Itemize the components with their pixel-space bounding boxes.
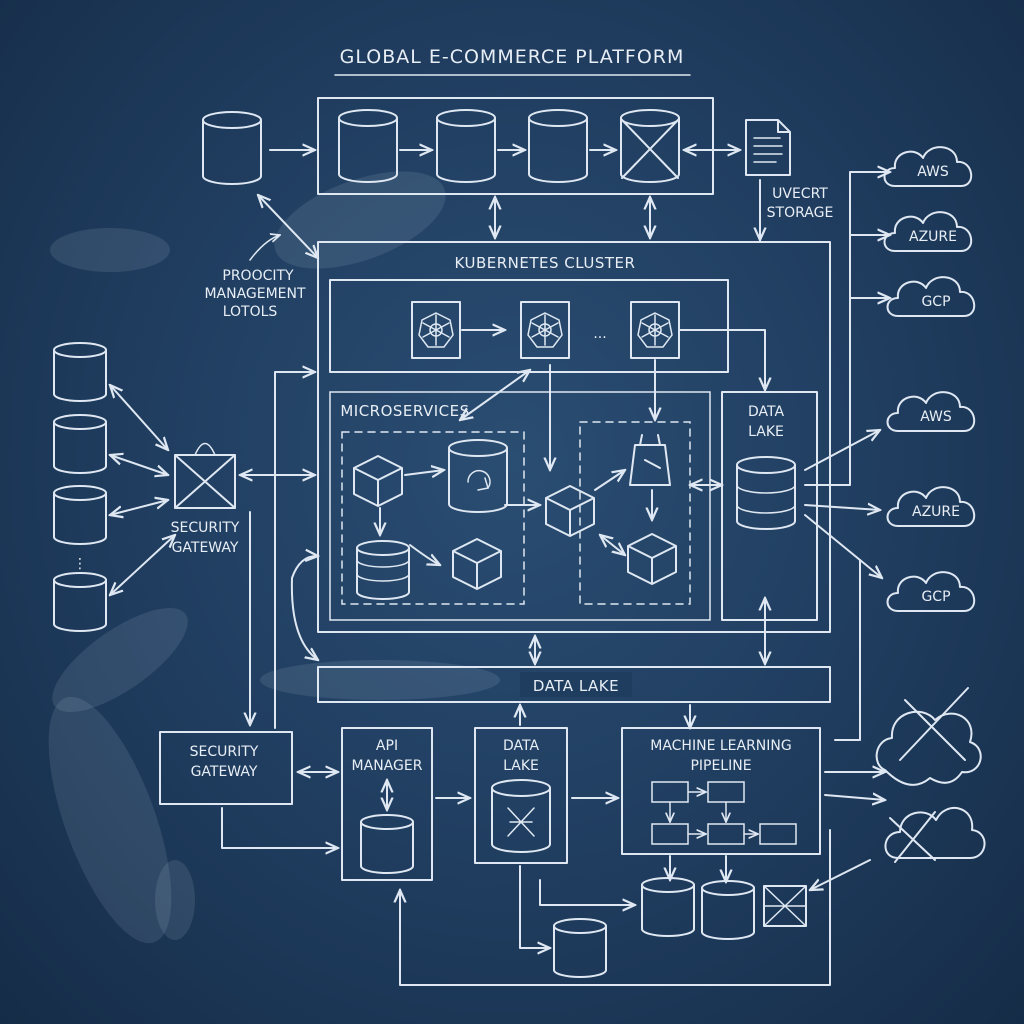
- top-storage-group: UVECRT STORAGE: [202, 97, 834, 240]
- data-lake-bottom-db-icon: [491, 779, 551, 853]
- bottom-db-3-icon: [553, 918, 607, 978]
- k8s-node-3-icon: [630, 301, 680, 359]
- ml-pipeline: MACHINE LEARNING PIPELINE: [621, 727, 821, 855]
- ml-pipeline-label-1: MACHINE LEARNING: [650, 738, 791, 754]
- left-db-3-icon: [53, 485, 107, 545]
- document-icon: [745, 119, 791, 176]
- security-gateway-bottom-label-2: GATEWAY: [191, 764, 258, 780]
- left-database-stack: ⋮: [53, 342, 107, 632]
- security-gateway-left: SECURITY GATEWAY: [171, 442, 240, 556]
- ellipsis-label: ...: [593, 326, 606, 342]
- cloud-aws-mid-label: AWS: [920, 409, 952, 425]
- bottom-db-1-icon: [641, 877, 695, 937]
- top-cloud-providers: AWS AZURE GCP: [883, 146, 976, 317]
- cloud-gcp-mid-label: GCP: [921, 589, 950, 605]
- service-cube-1-icon: [353, 455, 403, 507]
- ml-step-4: [707, 823, 745, 845]
- k8s-cluster-title: KUBERNETES CLUSTER: [455, 254, 636, 272]
- storage-label: STORAGE: [767, 205, 834, 221]
- k8s-node-2-icon: [520, 301, 570, 359]
- data-lake-bar: DATA LAKE: [317, 666, 831, 703]
- bottom-db-2-icon: [701, 880, 755, 940]
- data-lake-bottom-label-1: DATA: [503, 738, 539, 754]
- k8s-node-1-icon: [411, 301, 461, 359]
- api-manager: API MANAGER: [341, 727, 433, 881]
- unvecrt-label: UVECRT: [772, 186, 828, 202]
- diagram-title: GLOBAL E-COMMERCE PLATFORM: [340, 46, 685, 68]
- crossed-cloud-1-icon: [875, 687, 982, 786]
- top-left-database-icon: [202, 111, 262, 185]
- security-gateway-left-label-1: SECURITY: [171, 520, 240, 536]
- left-db-ellipsis: ⋮: [73, 556, 87, 572]
- api-manager-label-1: API: [376, 738, 398, 754]
- cloud-gcp-top-label: GCP: [921, 294, 950, 310]
- service-bag-icon: [629, 434, 671, 486]
- service-db-icon: [356, 540, 410, 600]
- storage-db-3-icon: [528, 109, 588, 183]
- storage-db-1-icon: [338, 109, 398, 183]
- security-gateway-bottom: SECURITY GATEWAY: [159, 731, 293, 805]
- storage-db-2-icon: [436, 109, 496, 183]
- left-db-1-icon: [53, 342, 107, 402]
- crossed-cloud-2-icon: [884, 807, 986, 863]
- storage-db-crossed-icon: [620, 109, 680, 183]
- product-mgmt-label-2: MANAGEMENT: [204, 286, 306, 302]
- data-lake-inner-label-1: DATA: [748, 404, 784, 420]
- data-lake-bottom: DATA LAKE: [474, 727, 568, 864]
- left-db-4-icon: [53, 572, 107, 632]
- left-db-2-icon: [53, 414, 107, 474]
- data-lake-inner-db-icon: [736, 456, 796, 530]
- ml-step-5: [759, 823, 797, 845]
- cloud-azure-top-label: AZURE: [909, 229, 957, 245]
- ml-step-2: [707, 781, 745, 803]
- product-mgmt-label-3: LOTOLS: [223, 304, 278, 320]
- data-lake-inner-label-2: LAKE: [748, 424, 784, 440]
- ml-pipeline-label-2: PIPELINE: [690, 758, 751, 774]
- security-gateway-bottom-label-1: SECURITY: [190, 744, 259, 760]
- data-lake-bar-label: DATA LAKE: [533, 677, 619, 695]
- service-cube-2-icon: [452, 538, 502, 590]
- ml-step-3: [651, 823, 689, 845]
- bottom-crossed-box-icon: [763, 885, 807, 927]
- service-cache-icon: [448, 439, 508, 513]
- service-cube-4-icon: [627, 533, 677, 585]
- microservices-label: MICROSERVICES: [340, 402, 469, 420]
- api-manager-label-2: MANAGER: [352, 758, 423, 774]
- data-lake-bottom-label-2: LAKE: [503, 758, 539, 774]
- middle-cloud-providers: AWS AZURE GCP: [886, 391, 976, 612]
- cloud-azure-mid-label: AZURE: [912, 504, 960, 520]
- product-mgmt-label-1: PROOCITY: [222, 268, 294, 284]
- api-manager-db-icon: [360, 814, 414, 874]
- security-gateway-left-label-2: GATEWAY: [172, 540, 239, 556]
- ml-step-1: [651, 781, 689, 803]
- service-cube-3-icon: [545, 485, 595, 537]
- kubernetes-cluster: KUBERNETES CLUSTER ... MICROSERVICES: [317, 241, 831, 633]
- cloud-aws-top-label: AWS: [917, 164, 949, 180]
